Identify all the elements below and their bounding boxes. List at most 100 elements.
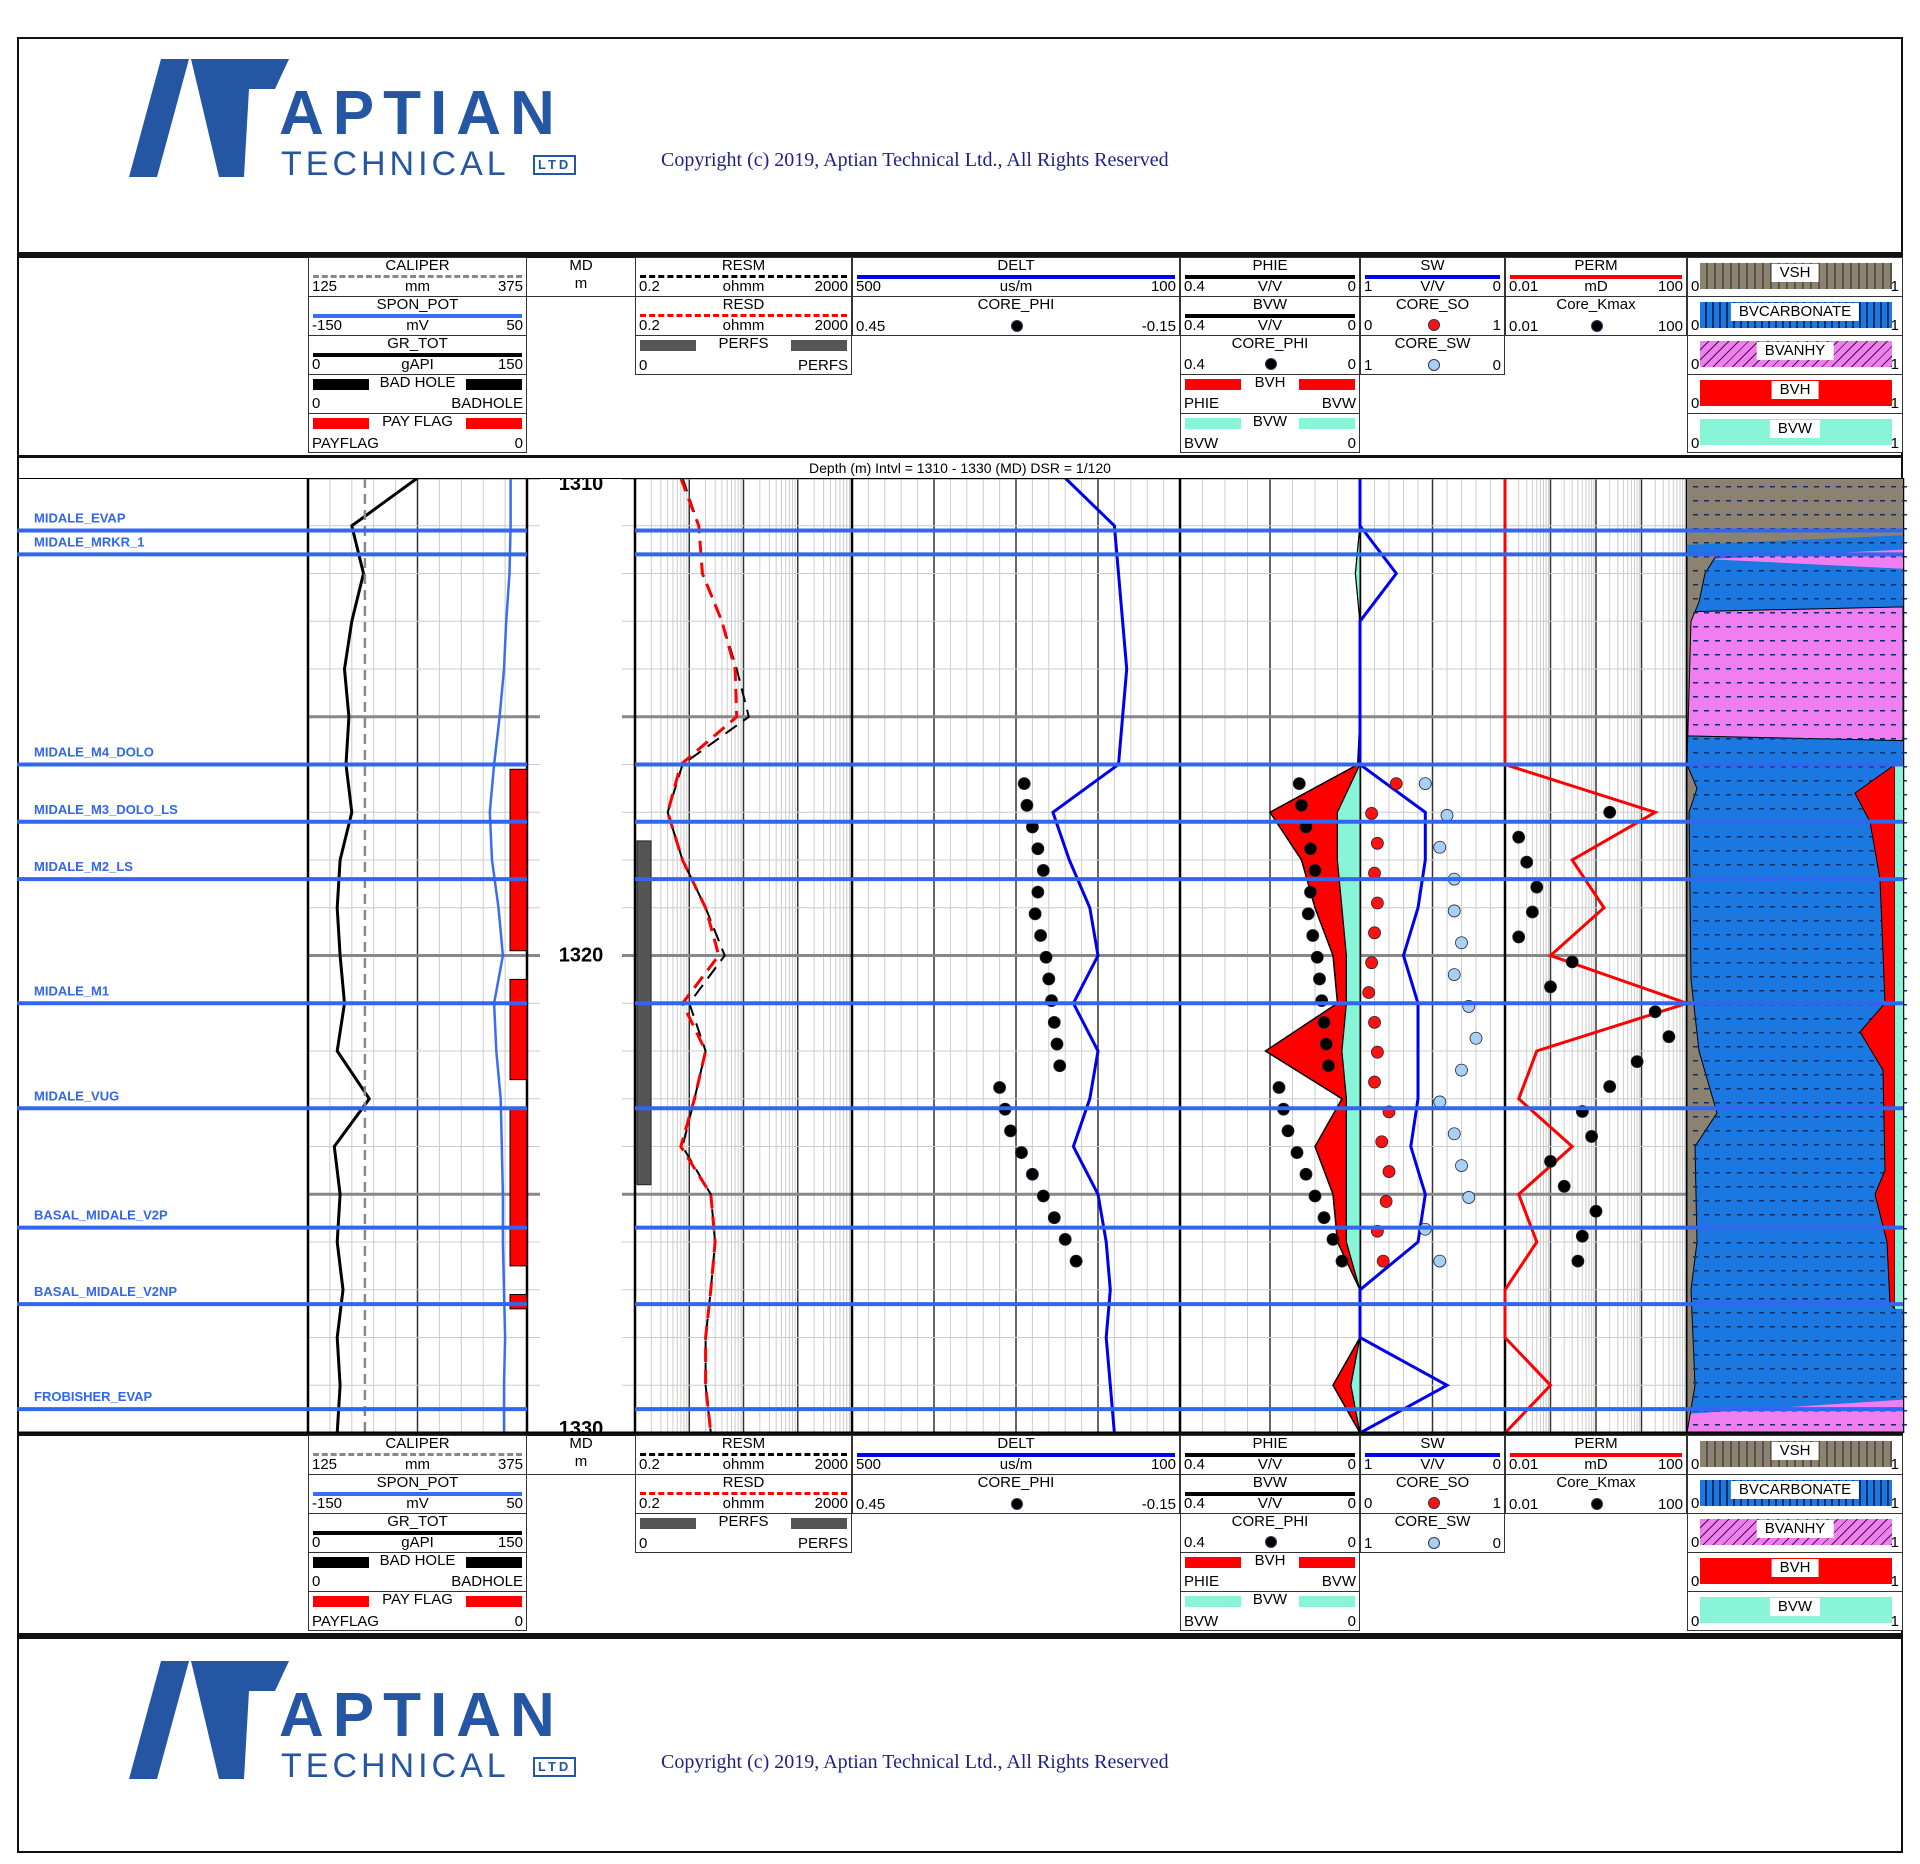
carbonate-pattern <box>1759 808 1764 810</box>
carbonate-pattern <box>1792 1284 1797 1286</box>
carbonate-pattern <box>1715 682 1720 684</box>
carbonate-pattern <box>1814 1130 1819 1132</box>
carbonate-pattern <box>1880 1144 1885 1146</box>
core-so-point <box>1368 1015 1381 1029</box>
carbonate-pattern <box>1704 668 1709 670</box>
carbonate-pattern <box>1715 738 1720 740</box>
scale-right: 1 <box>1492 1495 1501 1512</box>
core-phi-point <box>1034 929 1047 942</box>
carbonate-pattern <box>1858 892 1863 894</box>
carbonate-pattern <box>1825 892 1830 894</box>
carbonate-pattern <box>1759 1340 1764 1342</box>
carbonate-pattern <box>1803 1326 1808 1328</box>
scale-left: 0 <box>312 1534 321 1551</box>
carbonate-pattern <box>1704 682 1709 684</box>
carbonate-pattern <box>1726 990 1731 992</box>
carbonate-pattern <box>1858 948 1863 950</box>
carbonate-pattern <box>1814 612 1819 614</box>
curve-name: RESD <box>722 1474 765 1491</box>
carbonate-pattern <box>1737 1270 1742 1272</box>
core-kmax-point <box>1565 955 1579 969</box>
carbonate-pattern <box>1836 892 1841 894</box>
carbonate-pattern <box>1781 1284 1786 1286</box>
delt-curve <box>1051 478 1129 1433</box>
scale-left: 0.2 <box>639 1495 660 1512</box>
carbonate-pattern <box>1902 710 1907 712</box>
formation-top-label: MIDALE_M1 <box>34 983 109 998</box>
curve-line-sample <box>313 1531 522 1535</box>
carbonate-pattern <box>1891 1326 1896 1328</box>
carbonate-pattern <box>1803 1102 1808 1104</box>
carbonate-pattern <box>1858 542 1863 544</box>
carbonate-pattern <box>1748 1284 1753 1286</box>
carbonate-pattern <box>1803 1312 1808 1314</box>
core-sw-point <box>1455 1159 1468 1172</box>
carbonate-pattern <box>1781 682 1786 684</box>
carbonate-pattern <box>1748 710 1753 712</box>
carbonate-pattern <box>1759 1396 1764 1398</box>
carbonate-pattern <box>1781 640 1786 642</box>
scale-left: 0.01 <box>1509 318 1539 335</box>
fill-swatch <box>791 340 847 351</box>
carbonate-pattern <box>1726 500 1731 502</box>
carbonate-pattern <box>1825 556 1830 558</box>
carbonate-pattern <box>1737 1102 1742 1104</box>
litho-label: BVCARBONATE <box>1730 1481 1860 1499</box>
carbonate-pattern <box>1814 948 1819 950</box>
scale-left: 1 <box>1364 278 1373 295</box>
carbonate-pattern <box>1814 598 1819 600</box>
carbonate-pattern <box>1770 780 1775 782</box>
carbonate-pattern <box>1847 962 1852 964</box>
scale-left: PHIE <box>1184 395 1220 412</box>
scale-right: 1 <box>1890 317 1899 334</box>
core-phi-point <box>1017 777 1031 791</box>
carbonate-pattern <box>1693 1284 1698 1286</box>
carbonate-pattern <box>1792 1032 1797 1034</box>
core-phi-point <box>1053 1059 1067 1073</box>
carbonate-pattern <box>1759 766 1764 768</box>
core-so-point <box>1379 1195 1393 1208</box>
carbonate-pattern <box>1803 976 1808 978</box>
carbonate-pattern <box>1770 850 1775 852</box>
carbonate-pattern <box>1792 1074 1797 1076</box>
curve-name: RESM <box>721 1435 766 1452</box>
carbonate-pattern <box>1836 654 1841 656</box>
carbonate-pattern <box>1726 598 1731 600</box>
carbonate-pattern <box>1759 542 1764 544</box>
carbonate-pattern <box>1726 1074 1731 1076</box>
carbonate-pattern <box>1858 1144 1863 1146</box>
carbonate-pattern <box>1748 486 1753 488</box>
carbonate-pattern <box>1737 626 1742 628</box>
carbonate-pattern <box>1770 710 1775 712</box>
carbonate-pattern <box>1869 1368 1874 1370</box>
carbonate-pattern <box>1715 1144 1720 1146</box>
carbonate-pattern <box>1902 542 1907 544</box>
carbonate-pattern <box>1704 514 1709 516</box>
core-so-point <box>1375 1135 1389 1149</box>
carbonate-pattern <box>1891 1340 1896 1342</box>
carbonate-pattern <box>1693 780 1698 782</box>
carbonate-pattern <box>1869 948 1874 950</box>
carbonate-pattern <box>1781 962 1786 964</box>
carbonate-pattern <box>1737 542 1742 544</box>
carbonate-pattern <box>1902 1116 1907 1118</box>
carbonate-pattern <box>1836 1200 1841 1202</box>
carbonate-pattern <box>1880 766 1885 768</box>
curve-name: BVW <box>1252 1474 1288 1491</box>
carbonate-pattern <box>1759 1214 1764 1216</box>
carbonate-pattern <box>1792 1214 1797 1216</box>
carbonate-pattern <box>1737 1060 1742 1062</box>
carbonate-pattern <box>1825 1074 1830 1076</box>
carbonate-pattern <box>1770 1256 1775 1258</box>
carbonate-pattern <box>1814 1032 1819 1034</box>
carbonate-pattern <box>1836 766 1841 768</box>
scale-left: 0.45 <box>856 1496 886 1513</box>
carbonate-pattern <box>1759 1200 1764 1202</box>
fill-swatch <box>466 418 522 429</box>
carbonate-pattern <box>1825 584 1830 586</box>
carbonate-pattern <box>1825 780 1830 782</box>
carbonate-pattern <box>1869 612 1874 614</box>
